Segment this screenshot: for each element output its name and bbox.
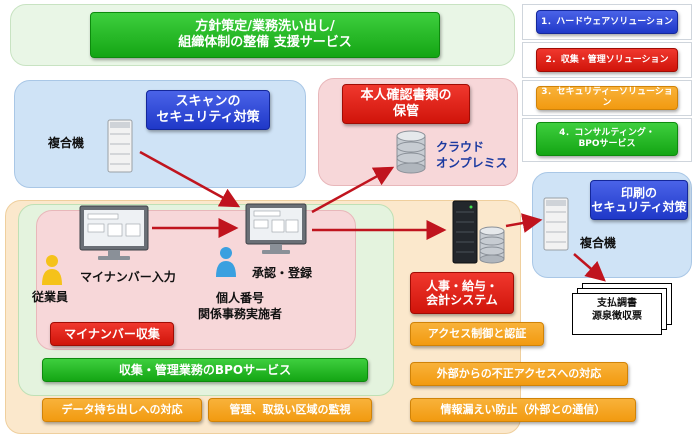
mfp-right-icon — [543, 197, 569, 251]
staff-person-icon — [216, 247, 236, 277]
legend-consulting: 4．コンサルティング・ BPOサービス — [536, 122, 678, 156]
personal-number-staff-label: 個人番号 関係事務実施者 — [198, 291, 283, 322]
cloud-onprem-label: クラウド オンプレミス — [436, 140, 508, 170]
legend-security: 3．セキュリティーソリューション — [536, 86, 678, 110]
bpo-service-bar: 収集・管理業務のBPOサービス — [42, 358, 368, 382]
mfp-right-label: 複合機 — [580, 236, 617, 250]
hr-system-button: 人事・給与・ 会計システム — [410, 272, 514, 314]
unauthorized-access-item: 外部からの不正アクセスへの対応 — [410, 362, 628, 386]
database-small-icon — [479, 226, 505, 264]
mynumber-collect-button: マイナンバー収集 — [50, 322, 174, 346]
id-storage-title: 本人確認書類の 保管 — [342, 84, 470, 124]
monitor-center-icon — [245, 203, 307, 254]
leak-prevention-item: 情報漏えい防止（外部との通信） — [410, 398, 636, 422]
mynumber-input-label: マイナンバー入力 — [80, 270, 176, 284]
employee-label: 従業員 — [32, 290, 69, 304]
database-icon — [396, 130, 426, 174]
server-rack-icon — [452, 200, 478, 264]
print-security-title: 印刷の セキュリティ対策 — [590, 180, 688, 220]
mfp-left-icon — [107, 119, 133, 173]
legend-collect: 2．収集・管理ソリューション — [536, 48, 678, 72]
employee-person-icon — [42, 255, 62, 285]
data-takeout-item: データ持ち出しへの対応 — [42, 398, 202, 422]
legend-hardware: 1．ハードウェアソリューション — [536, 10, 678, 34]
monitor-left-icon — [79, 205, 149, 260]
mfp-left-label: 複合機 — [48, 136, 85, 150]
approve-register-label: 承認・登録 — [252, 266, 313, 280]
payment-doc-label: 支払調書 源泉徴収票 — [592, 298, 642, 322]
scan-security-title: スキャンの セキュリティ対策 — [146, 90, 270, 130]
area-monitoring-item: 管理、取扱い区域の監視 — [208, 398, 372, 422]
access-control-item: アクセス制御と認証 — [410, 322, 544, 346]
doc-stack-front — [572, 293, 662, 335]
policy-support-banner: 方針策定/業務洗い出し/ 組織体制の整備 支援サービス — [90, 12, 440, 58]
